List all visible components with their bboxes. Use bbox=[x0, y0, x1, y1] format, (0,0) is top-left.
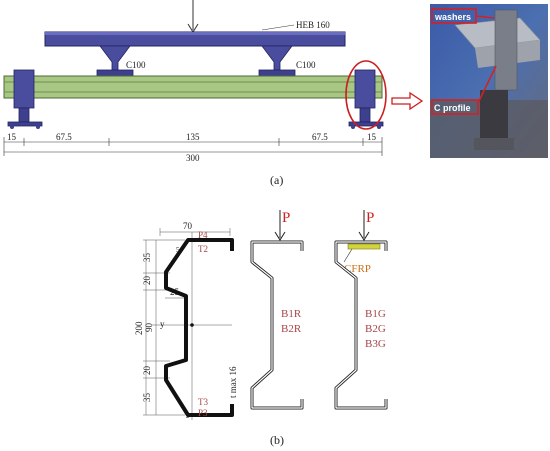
c-section-profile bbox=[164, 238, 234, 417]
specimen-b1g: B1G bbox=[365, 308, 386, 320]
c-profile-label: C profile bbox=[434, 103, 471, 113]
specimen-b1r: B1R bbox=[281, 308, 302, 320]
specimen-b2g: B2G bbox=[365, 323, 386, 335]
caption-a: (a) bbox=[270, 173, 283, 187]
right-load-point bbox=[261, 45, 293, 71]
point-p4: P4 bbox=[198, 230, 208, 240]
dim-35-top: 35 bbox=[142, 253, 152, 263]
point-t2: T2 bbox=[198, 244, 208, 254]
heb160-flange-highlight bbox=[45, 32, 345, 35]
specimen-b2r: B2R bbox=[281, 323, 302, 335]
photo-clamp bbox=[494, 9, 518, 91]
cross-section-drawing: 70 35 20 25 200 90 y 20 35 t max 16 2 5 … bbox=[134, 221, 238, 420]
point-t3: T3 bbox=[198, 397, 208, 407]
c100-right-label: C100 bbox=[296, 60, 316, 70]
right-support bbox=[354, 69, 376, 109]
dim-90: 90 bbox=[144, 323, 154, 333]
specimen-r-load: P bbox=[282, 210, 290, 226]
cfrp-strip bbox=[347, 243, 381, 250]
left-c100-pad bbox=[96, 69, 134, 77]
c100-left-label: C100 bbox=[126, 60, 146, 70]
specimen-g-drawing: P CFRP B1G B2G B3G bbox=[334, 210, 388, 410]
caption-b: (b) bbox=[270, 433, 284, 447]
dim-67-5-left: 67.5 bbox=[56, 132, 72, 142]
dim-20-top: 20 bbox=[142, 276, 152, 286]
point-p3: P3 bbox=[198, 408, 208, 418]
specimen-g-load: P bbox=[366, 210, 374, 226]
specimen-g-profile bbox=[335, 241, 387, 409]
y-axis-label: y bbox=[160, 319, 165, 329]
c-profile-box bbox=[431, 99, 479, 115]
heb160-label: HEB 160 bbox=[296, 20, 330, 30]
dim-70: 70 bbox=[183, 221, 193, 231]
centroid-marker bbox=[190, 323, 194, 327]
dim-15-left: 15 bbox=[7, 132, 17, 142]
specimen-r-profile bbox=[251, 241, 303, 409]
arrow-to-photo bbox=[391, 91, 424, 111]
beam-test-schematic: HEB 160 C100 C100 bbox=[3, 0, 424, 163]
photo-support-block bbox=[480, 90, 508, 140]
left-support bbox=[13, 69, 35, 109]
dim-67-5-right: 67.5 bbox=[312, 132, 328, 142]
c-profile-beam bbox=[3, 75, 383, 99]
support-highlight-ellipse bbox=[345, 60, 387, 130]
dim-35-bottom: 35 bbox=[142, 393, 152, 403]
dim-15-right: 15 bbox=[367, 132, 377, 142]
specimen-b3g: B3G bbox=[365, 338, 386, 350]
specimen-r-drawing: P B1R B2R bbox=[250, 210, 304, 410]
corner-label: 5 bbox=[176, 246, 180, 254]
t-max-label: t max 16 bbox=[228, 366, 238, 398]
dim-20-bottom: 20 bbox=[142, 366, 152, 376]
dim-200: 200 bbox=[134, 321, 144, 335]
dim-300: 300 bbox=[186, 153, 200, 163]
right-c100-pad bbox=[258, 69, 296, 77]
test-setup-photo: washers C profile bbox=[430, 4, 548, 158]
washers-label: washers bbox=[434, 12, 471, 22]
dim-135: 135 bbox=[186, 132, 200, 142]
